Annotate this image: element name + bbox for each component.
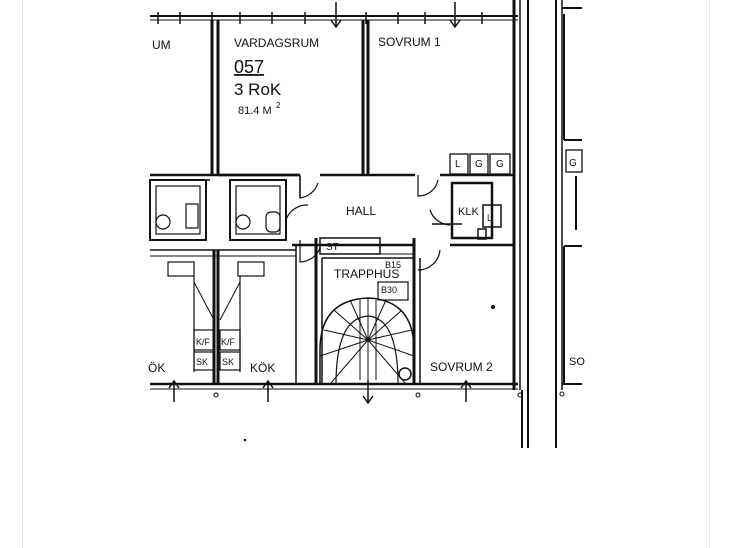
fixture-sk-2: SK: [222, 357, 234, 367]
fixture-g2: G: [496, 159, 504, 170]
label-klk: KLK: [458, 206, 479, 218]
unit-type: 3 RoK: [234, 80, 282, 99]
fixture-kf-1: K/F: [196, 337, 211, 347]
fixture-b15: B15: [385, 260, 401, 270]
fixture-g1: G: [475, 159, 483, 170]
label-hall: HALL: [346, 204, 376, 218]
label-sovrum2: SOVRUM 2: [430, 360, 493, 374]
label-sovrum-right: SO: [569, 356, 585, 368]
label-kok: KÖK: [250, 361, 275, 375]
fixture-st: ST: [326, 242, 339, 253]
fixture-kf-2: K/F: [221, 337, 236, 347]
fixture-l: L: [455, 159, 461, 170]
fixture-sk-1: SK: [196, 357, 208, 367]
unit-area: 81.4 M: [238, 105, 272, 117]
label-sovrum1: SOVRUM 1: [378, 35, 441, 49]
label-rum-left: UM: [152, 38, 171, 52]
fixture-g-right: G: [569, 158, 577, 169]
label-trapphus: TRAPPHUS: [334, 267, 399, 281]
unit-area-sup: 2: [276, 101, 281, 110]
fixture-l-klk: L: [487, 213, 492, 223]
viewer-frame: [22, 0, 710, 548]
fixture-b30: B30: [381, 285, 397, 295]
label-kok-left: ÖK: [148, 361, 165, 375]
label-vardagsrum: VARDAGSRUM: [234, 36, 319, 50]
unit-number: 057: [234, 57, 264, 77]
